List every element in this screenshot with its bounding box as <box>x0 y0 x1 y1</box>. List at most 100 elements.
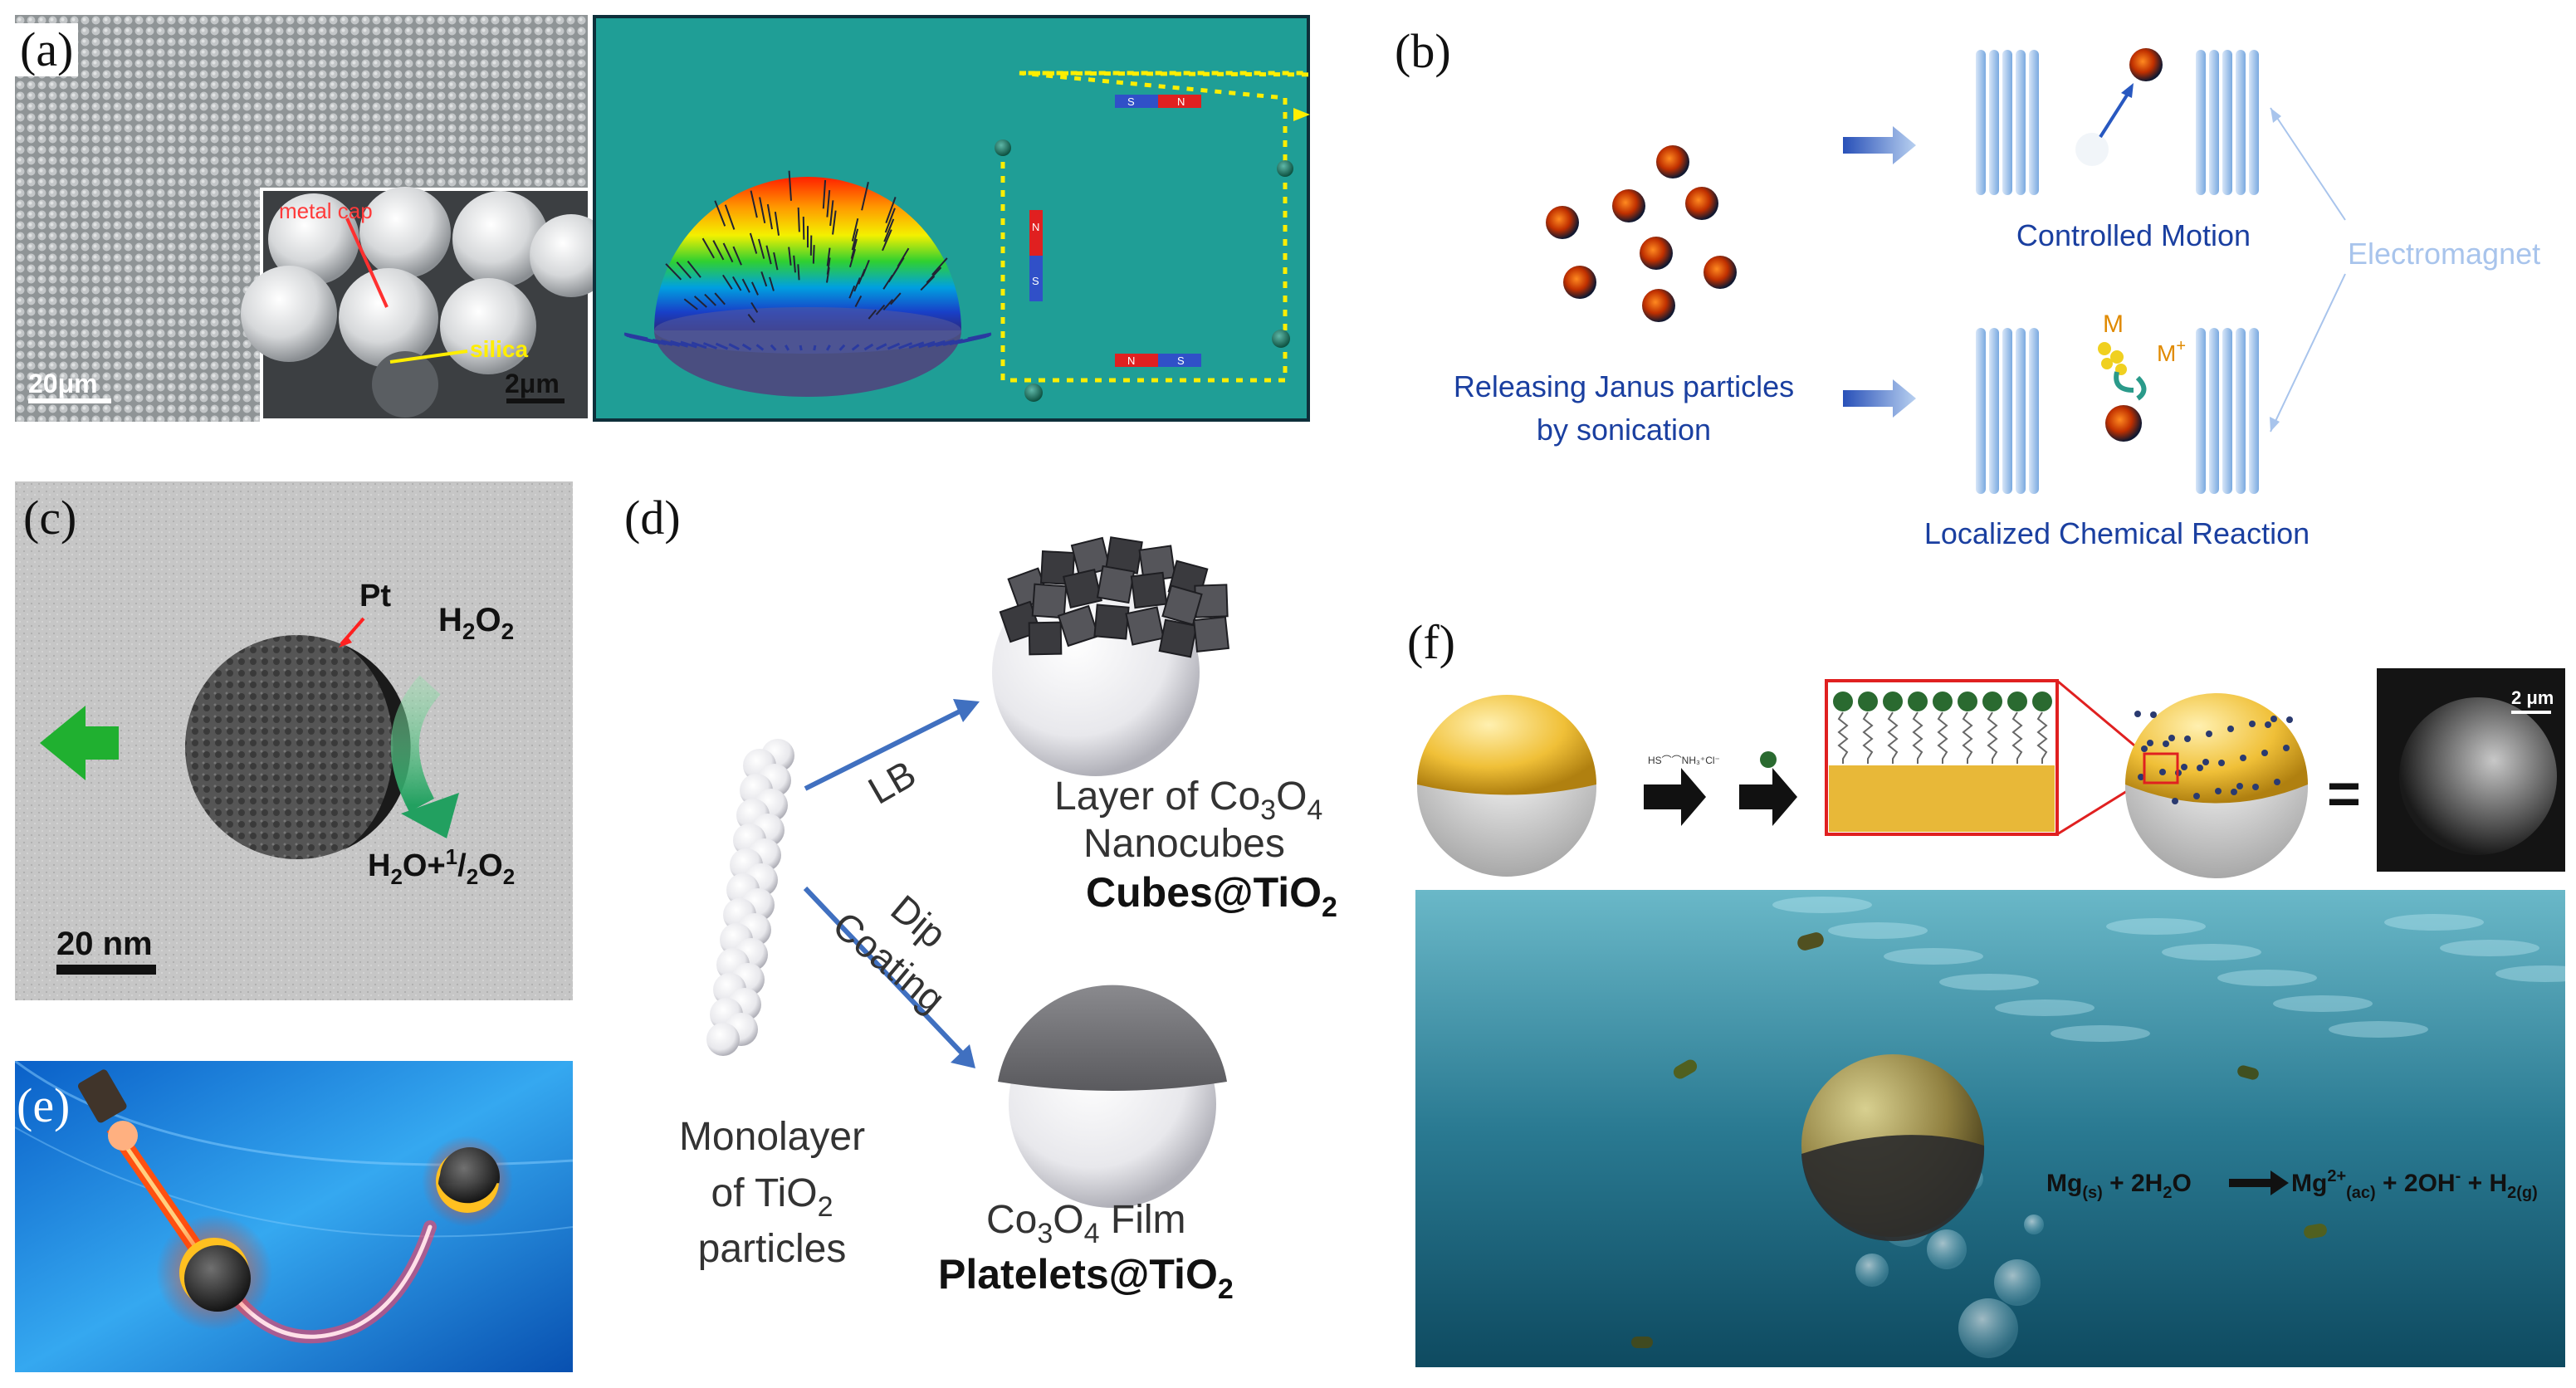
zoom-line <box>2056 679 2145 755</box>
controlled-motion-label: Controlled Motion <box>2016 218 2251 252</box>
products-label: H2O+1/2O2 <box>368 844 515 889</box>
particle-position <box>995 139 1011 156</box>
panel-c-label: (c) <box>23 491 77 545</box>
gold-capped-sphere <box>1417 695 1596 877</box>
panel-f-figure: HS⌒⌒NH₃⁺Cl⁻ = 2 μm <box>1415 668 2576 1367</box>
magnet-n-letter: N <box>1177 95 1185 108</box>
lb-arrow <box>804 707 965 791</box>
releasing-label-line2: by sonication <box>1537 413 1711 447</box>
sem-inset <box>241 187 613 422</box>
sem-scale-bar <box>2511 711 2551 714</box>
trajectory-path <box>1000 71 1335 383</box>
lb-label: LB <box>861 751 923 812</box>
particle-position <box>1277 160 1293 177</box>
ghost-particle <box>2075 133 2109 166</box>
electromagnet-pointer <box>2270 107 2346 221</box>
particle-position <box>1024 384 1043 402</box>
panel-b-figure: M M+ Releasing Janus particles by sonica… <box>1454 48 2540 550</box>
panel-a: S N N S N S metal cap silica 2μm 20μm (a… <box>15 15 1347 422</box>
decorated-janus-sphere <box>2125 693 2308 878</box>
equals-sign: = <box>2327 761 2361 826</box>
pt-cap <box>343 644 411 850</box>
thiol-chains <box>1833 692 2052 764</box>
tio2-monolayer <box>706 739 794 1056</box>
janus-particle-cluster <box>1546 145 1737 322</box>
monolayer-label-line3: particles <box>698 1227 847 1271</box>
localized-reaction-label: Localized Chemical Reaction <box>1924 516 2310 550</box>
gold-layer <box>1829 765 2055 832</box>
metal-cap-label: metal cap <box>279 198 373 223</box>
step-arrow <box>1644 768 1706 826</box>
magnet-s-letter: S <box>1032 275 1039 287</box>
panel-d-figure: LB Dip Coating Layer of Co3O4 Nanocubes … <box>679 536 1337 1305</box>
co3o4-film-cap <box>998 985 1227 1091</box>
panel-c: Pt H2O2 H2O+1/2O2 20 nm (c) <box>15 481 573 1000</box>
panel-f: HS⌒⌒NH₃⁺Cl⁻ = 2 μm <box>1407 606 2576 1374</box>
co3o4-nanocubes <box>999 536 1229 658</box>
reaction-arrow <box>2114 371 2134 393</box>
magnet-n-letter: N <box>1127 354 1135 367</box>
magnet-s-letter: S <box>1127 95 1135 108</box>
pt-label: Pt <box>359 579 391 613</box>
sem-particle <box>2399 697 2557 855</box>
process-arrow <box>1843 126 1916 164</box>
bar-magnet-top: S N <box>1115 95 1201 108</box>
silica-pointer <box>389 349 468 364</box>
mg-products-label: Mg2+(ac) + 2OH- + H2(g) <box>2291 1167 2538 1202</box>
cubes-tio2-label: Cubes@TiO2 <box>1086 869 1337 923</box>
water-caustics <box>1772 897 2576 1042</box>
process-arrow <box>1843 379 1916 418</box>
ion-m-label: M <box>2103 310 2124 338</box>
electromagnet-label: Electromagnet <box>2348 237 2540 271</box>
panel-e: (e) <box>14 1059 574 1372</box>
bacteria <box>1631 932 2327 1348</box>
inset-scale-bar <box>506 398 565 403</box>
panel-d-label: (d) <box>624 491 681 545</box>
panel-e-figure <box>14 1059 574 1372</box>
layer-label: Layer of Co3O4 <box>1054 775 1322 826</box>
field-arrows <box>623 170 992 351</box>
reaction-arrow <box>2229 1171 2289 1195</box>
electromagnet-coil <box>2196 328 2259 494</box>
monolayer-label-line1: Monolayer <box>679 1115 865 1159</box>
reaction-arrow <box>390 675 441 812</box>
monolayer-label-line2: of TiO2 <box>711 1171 833 1223</box>
sem-scale-bar <box>28 398 111 403</box>
ion-mplus-label: M+ <box>2157 337 2186 366</box>
film-label: Co3O4 Film <box>986 1198 1186 1249</box>
electromagnet-coil <box>1976 50 2039 195</box>
nanocubes-label: Nanocubes <box>1083 822 1285 866</box>
silica-label: silica <box>470 336 528 362</box>
mg-reaction-label: Mg(s) + 2H2O <box>2046 1170 2192 1202</box>
underwater-scene <box>1415 890 2565 1367</box>
inset-scale-label: 2μm <box>505 369 560 398</box>
platelets-tio2-label: Platelets@TiO2 <box>938 1251 1234 1305</box>
magnet-s-letter: S <box>1177 354 1185 367</box>
panel-b: M M+ Releasing Janus particles by sonica… <box>1361 0 2576 581</box>
nanoparticle-icon <box>1760 751 1777 768</box>
bar-magnet-bottom: N S <box>1115 354 1201 367</box>
dip-coating-arrow <box>803 886 965 1057</box>
releasing-label-line1: Releasing Janus particles <box>1454 369 1794 403</box>
reacting-janus-particle <box>2105 405 2142 442</box>
panel-b-label: (b) <box>1395 24 1451 78</box>
moving-janus-particle <box>2129 48 2163 81</box>
laser-source <box>78 1069 127 1123</box>
panel-e-label: (e) <box>17 1078 71 1132</box>
thiol-molecule: HS⌒⌒NH₃⁺Cl⁻ <box>1648 755 1720 766</box>
panel-f-label: (f) <box>1407 615 1455 669</box>
motion-arrow <box>2099 90 2131 139</box>
tem-scale-label: 20 nm <box>56 926 153 962</box>
sem-scale-label: 20μm <box>28 369 98 398</box>
panel-a-label: (a) <box>15 23 79 76</box>
motion-direction-arrow <box>40 706 119 780</box>
metal-cap-pointer <box>345 217 389 308</box>
bar-magnet-left: N S <box>1029 210 1043 301</box>
panel-c-figure: Pt H2O2 H2O+1/2O2 20 nm <box>15 481 573 1000</box>
tem-scale-bar <box>56 965 156 975</box>
panel-a-figure: S N N S N S metal cap silica 2μm 20μm <box>15 15 1347 422</box>
panel-d: LB Dip Coating Layer of Co3O4 Nanocubes … <box>614 481 1345 1345</box>
electromagnet-pointer <box>2270 273 2346 433</box>
electromagnet-coil <box>1976 328 2039 494</box>
h2o2-label: H2O2 <box>438 602 514 644</box>
